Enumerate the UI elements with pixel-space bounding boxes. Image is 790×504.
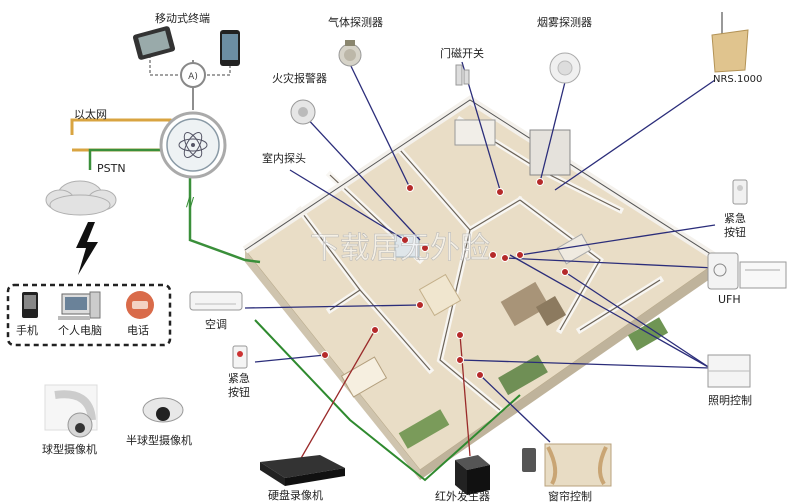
emergency-button-2-label: 紧急按钮 (228, 372, 250, 399)
fire-alarm-label: 火灾报警器 (272, 72, 327, 85)
pc-label: 个人电脑 (58, 324, 102, 337)
dome-camera-icon (44, 384, 98, 438)
smoke-detector-icon (549, 52, 581, 84)
ufh-label: UFH (718, 293, 741, 306)
computer-icon (58, 291, 101, 320)
phone-label: 手机 (16, 324, 38, 337)
house-right-shadow (420, 260, 720, 480)
antenna-brand-label: NRS.1000 (713, 74, 763, 85)
smoke-detector-label: 烟雾探测器 (537, 16, 592, 29)
curtain-control-icon (522, 443, 612, 487)
sensor-lines (244, 59, 716, 443)
sensor-dots (321, 178, 569, 379)
ir-sensor-icon (455, 455, 490, 495)
indoor-probe-icon (732, 179, 748, 205)
cloud-icon (45, 180, 117, 216)
wireless-node-icon: A) (180, 62, 206, 88)
door-switch-icon (455, 64, 470, 86)
telephone-label: 电话 (127, 324, 149, 337)
handset-icon (22, 292, 38, 318)
control-hub-icon (159, 111, 227, 179)
mobile-remote-label: 移动式终端 (155, 12, 210, 25)
antenna-icon (711, 12, 749, 73)
half-dome-camera-label: 半球型摄像机 (126, 434, 192, 447)
smartphone-icon (220, 30, 240, 66)
dvr-label: 硬盘录像机 (268, 489, 323, 502)
dvr-icon (260, 455, 345, 486)
indoor-probe-label: 室内探头 (262, 152, 306, 165)
house-floorplan (242, 95, 723, 482)
aircon-label: 空调 (205, 318, 227, 331)
tablet-icon (132, 26, 176, 60)
aircon-icon (189, 291, 243, 311)
lightning-icon (76, 222, 98, 275)
signal-tick-icon: // (186, 195, 195, 209)
telephone-icon (126, 291, 154, 319)
lighting-panel-icon (707, 354, 751, 388)
svg-text:A): A) (188, 72, 198, 82)
curtain-control-label: 窗帘控制 (548, 490, 592, 503)
ir-sensor-label: 红外发生器 (435, 490, 490, 503)
emergency-button-label: 紧急按钮 (724, 212, 746, 239)
emergency-button-icon (232, 345, 248, 369)
door-switch-label: 门磁开关 (440, 47, 484, 60)
fire-alarm-icon (290, 99, 316, 125)
watermark-text: 下载居无外脸 (310, 231, 490, 266)
red-lines (299, 329, 471, 461)
dome-camera-label: 球型摄像机 (42, 443, 97, 456)
client-devices-box (6, 283, 172, 347)
lighting-control-label: 照明控制 (708, 394, 752, 407)
internet-label: 以太网 (74, 108, 107, 121)
ufh-panel-icon (707, 252, 787, 290)
pstn-label: PSTN (97, 162, 126, 175)
gas-detector-icon (338, 40, 362, 67)
half-dome-camera-icon (142, 397, 184, 423)
gas-detector-label: 气体探测器 (328, 16, 383, 29)
